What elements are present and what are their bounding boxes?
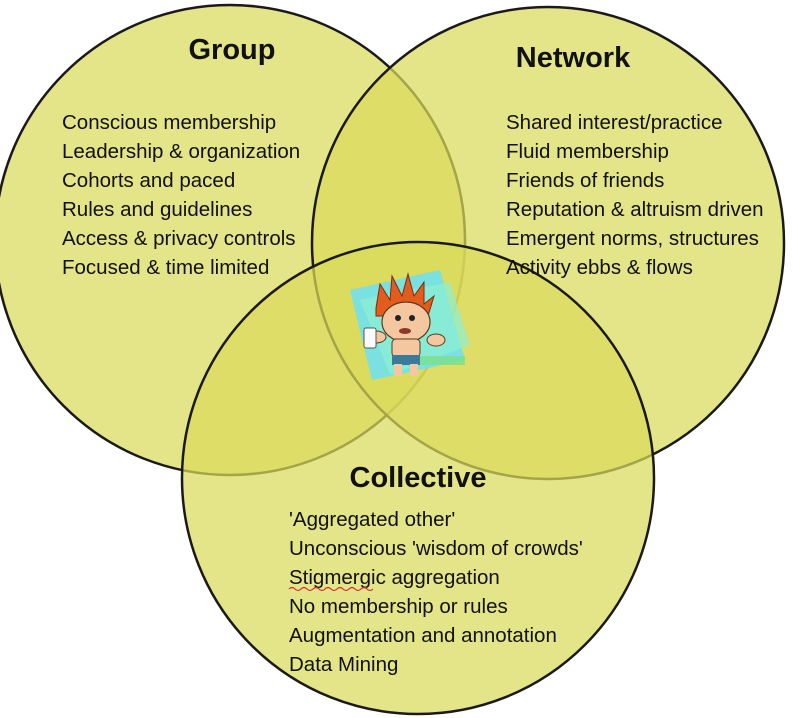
group-item: Focused & time limited: [62, 256, 269, 279]
group-item: Cohorts and paced: [62, 169, 235, 192]
group-item: Rules and guidelines: [62, 198, 252, 221]
network-item: Friends of friends: [506, 169, 664, 192]
group-set: Group Conscious membership Leadership & …: [62, 34, 300, 279]
group-item: Access & privacy controls: [62, 227, 296, 250]
collective-item: Stigmergic aggregation: [289, 566, 500, 589]
spellcheck-underline: [288, 586, 374, 592]
group-item: Conscious membership: [62, 111, 276, 134]
network-item: Fluid membership: [506, 140, 669, 163]
collective-item: Unconscious 'wisdom of crowds': [289, 537, 583, 560]
network-item: Shared interest/practice: [506, 111, 723, 134]
collective-item: Data Mining: [289, 653, 398, 676]
group-item: Leadership & organization: [62, 140, 300, 163]
collective-circle: [180, 240, 656, 716]
collective-item: No membership or rules: [289, 595, 508, 618]
network-title: Network: [516, 42, 631, 74]
network-set: Network Shared interest/practice Fluid m…: [506, 42, 764, 279]
collective-set: Collective 'Aggregated other' Unconsciou…: [288, 462, 583, 676]
collective-item: Augmentation and annotation: [289, 624, 557, 647]
group-title: Group: [189, 34, 276, 66]
network-item: Emergent norms, structures: [506, 227, 759, 250]
collective-title: Collective: [350, 462, 487, 494]
network-item: Reputation & altruism driven: [506, 198, 764, 221]
collective-item: 'Aggregated other': [289, 508, 455, 531]
network-item: Activity ebbs & flows: [506, 256, 693, 279]
cartoon-person-clipart-icon: [350, 270, 470, 380]
